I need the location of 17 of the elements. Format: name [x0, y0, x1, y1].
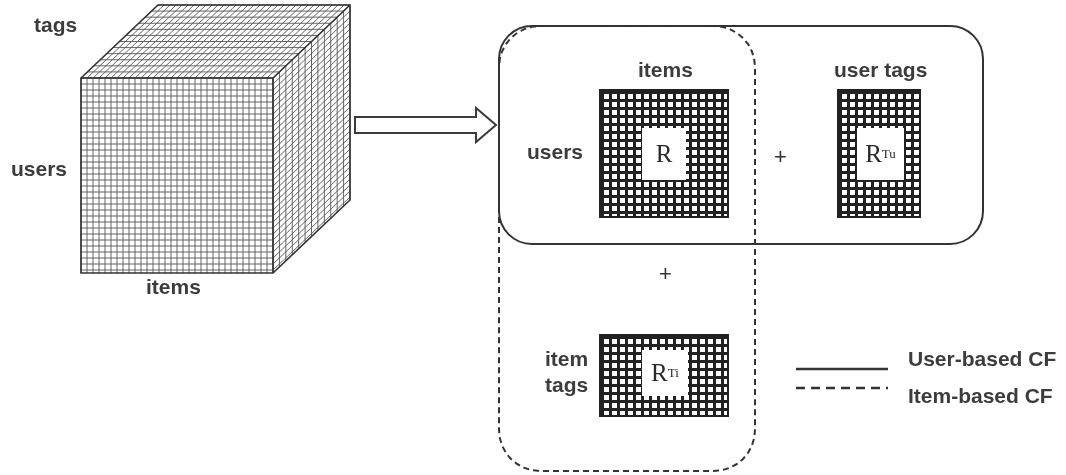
matrix-grid	[599, 334, 729, 417]
matrix-symbol: R	[642, 128, 686, 180]
axis-label: tags	[34, 13, 78, 37]
axis-label: user tags	[834, 58, 928, 82]
plus-sign: +	[659, 262, 672, 286]
axis-label: users	[527, 140, 584, 164]
axis-label: items	[146, 275, 201, 299]
legend-label: User-based CF	[908, 347, 1057, 371]
tensor-cube	[80, 3, 353, 275]
axis-label: items	[638, 58, 693, 82]
plus-sign: +	[774, 145, 787, 169]
axis-label: item tags	[545, 346, 590, 398]
legend-label: Item-based CF	[908, 384, 1053, 408]
axis-label: users	[11, 157, 68, 181]
block-arrow	[354, 105, 498, 145]
matrix-grid	[837, 89, 921, 218]
matrix-grid	[599, 89, 729, 218]
